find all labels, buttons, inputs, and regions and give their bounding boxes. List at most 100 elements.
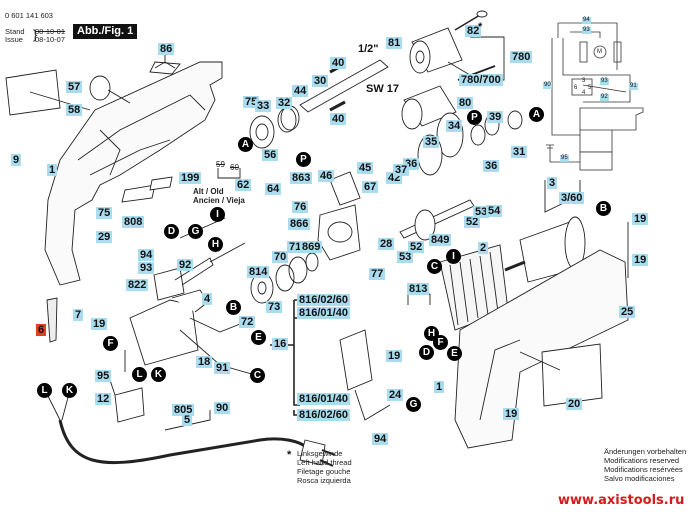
- callout-K[interactable]: K: [62, 383, 77, 398]
- part-label-67[interactable]: 67: [362, 181, 379, 193]
- part-label-16[interactable]: 16: [272, 338, 289, 350]
- part-label-36[interactable]: 36: [483, 160, 500, 172]
- part-label-808[interactable]: 808: [122, 216, 145, 228]
- part-label-64[interactable]: 64: [265, 183, 282, 195]
- part-label-54[interactable]: 54: [486, 205, 503, 217]
- part-label-52[interactable]: 52: [464, 216, 481, 228]
- part-label-31[interactable]: 31: [511, 146, 528, 158]
- part-label-7[interactable]: 7: [73, 309, 84, 321]
- part-label-814[interactable]: 814: [247, 266, 270, 278]
- part-label-32[interactable]: 32: [276, 97, 293, 109]
- callout-D[interactable]: D: [419, 345, 434, 360]
- part-label-29[interactable]: 29: [96, 231, 113, 243]
- part-label-53[interactable]: 53: [397, 251, 414, 263]
- callout-D[interactable]: D: [164, 224, 179, 239]
- part-label-92[interactable]: 92: [177, 259, 194, 271]
- part-label-6-highlighted[interactable]: 6: [36, 324, 47, 336]
- part-label-3-60[interactable]: 3/60: [559, 192, 585, 204]
- callout-F[interactable]: F: [433, 335, 448, 350]
- callout-G[interactable]: G: [406, 397, 421, 412]
- part-label-24[interactable]: 24: [387, 389, 404, 401]
- callout-E[interactable]: E: [447, 346, 462, 361]
- callout-P[interactable]: P: [467, 110, 482, 125]
- watermark-url[interactable]: www.axistools.ru: [558, 493, 685, 508]
- part-label-18[interactable]: 18: [196, 356, 213, 368]
- part-label-57[interactable]: 57: [66, 81, 83, 93]
- part-label-780-700[interactable]: 780/700: [459, 74, 503, 86]
- part-label-37[interactable]: 37: [393, 164, 410, 176]
- part-label-199[interactable]: 199: [179, 172, 202, 184]
- part-label-70[interactable]: 70: [272, 251, 289, 263]
- part-label-40[interactable]: 40: [330, 57, 347, 69]
- callout-H[interactable]: H: [208, 237, 223, 252]
- part-label-866[interactable]: 866: [288, 218, 311, 230]
- part-label-33[interactable]: 33: [255, 100, 272, 112]
- part-label-28[interactable]: 28: [378, 238, 395, 250]
- part-label-39[interactable]: 39: [487, 111, 504, 123]
- part-label-19[interactable]: 19: [632, 254, 649, 266]
- part-label-849[interactable]: 849: [429, 234, 452, 246]
- part-label-1[interactable]: 1: [434, 381, 445, 393]
- part-label-73[interactable]: 73: [266, 301, 283, 313]
- part-label-863[interactable]: 863: [290, 172, 313, 184]
- callout-C[interactable]: C: [250, 368, 265, 383]
- part-label-76[interactable]: 76: [292, 201, 309, 213]
- callout-F[interactable]: F: [103, 336, 118, 351]
- callout-P[interactable]: P: [296, 152, 311, 167]
- part-label-71[interactable]: 71: [287, 241, 304, 253]
- part-label-12[interactable]: 12: [95, 393, 112, 405]
- callout-A[interactable]: A: [529, 107, 544, 122]
- part-label-19[interactable]: 19: [386, 350, 403, 362]
- part-label-19[interactable]: 19: [632, 213, 649, 225]
- part-label-81[interactable]: 81: [386, 37, 403, 49]
- part-label-93[interactable]: 93: [138, 262, 155, 274]
- part-label-44[interactable]: 44: [292, 85, 309, 97]
- part-label-45[interactable]: 45: [357, 162, 374, 174]
- part-label-25[interactable]: 25: [619, 306, 636, 318]
- part-label-816-01-40[interactable]: 816/01/40: [297, 307, 350, 319]
- callout-L[interactable]: L: [37, 383, 52, 398]
- part-label-40[interactable]: 40: [330, 113, 347, 125]
- part-label-62[interactable]: 62: [235, 179, 252, 191]
- part-label-80[interactable]: 80: [457, 97, 474, 109]
- part-label-816-02-60[interactable]: 816/02/60: [297, 409, 350, 421]
- part-label-34[interactable]: 34: [446, 120, 463, 132]
- part-label-91[interactable]: 91: [214, 362, 231, 374]
- part-label-19[interactable]: 19: [91, 318, 108, 330]
- part-label-94[interactable]: 94: [138, 249, 155, 261]
- part-label-77[interactable]: 77: [369, 268, 386, 280]
- part-label-53[interactable]: 53: [473, 206, 490, 218]
- part-label-72[interactable]: 72: [239, 316, 256, 328]
- part-label-816-01-40[interactable]: 816/01/40: [297, 393, 350, 405]
- part-label-4[interactable]: 4: [202, 293, 213, 305]
- part-label-5[interactable]: 5: [182, 414, 193, 426]
- callout-K[interactable]: K: [151, 367, 166, 382]
- part-label-86[interactable]: 86: [158, 43, 175, 55]
- callout-B[interactable]: B: [596, 201, 611, 216]
- part-label-30[interactable]: 30: [312, 75, 329, 87]
- part-label-20[interactable]: 20: [566, 398, 583, 410]
- part-label-52[interactable]: 52: [408, 241, 425, 253]
- callout-G[interactable]: G: [188, 224, 203, 239]
- callout-L[interactable]: L: [132, 367, 147, 382]
- part-label-82[interactable]: 82: [465, 25, 482, 37]
- callout-I[interactable]: I: [210, 207, 225, 222]
- part-label-869[interactable]: 869: [300, 241, 323, 253]
- part-label-19[interactable]: 19: [503, 408, 520, 420]
- part-label-822[interactable]: 822: [126, 279, 149, 291]
- part-label-56[interactable]: 56: [262, 149, 279, 161]
- part-label-816-02-60[interactable]: 816/02/60: [297, 294, 350, 306]
- part-label-1[interactable]: 1: [47, 164, 58, 176]
- part-label-805[interactable]: 805: [172, 404, 195, 416]
- part-label-2[interactable]: 2: [478, 242, 489, 254]
- part-label-94[interactable]: 94: [372, 433, 389, 445]
- part-label-58[interactable]: 58: [66, 104, 83, 116]
- part-label-9[interactable]: 9: [11, 154, 22, 166]
- part-label-813[interactable]: 813: [407, 283, 430, 295]
- callout-I[interactable]: I: [446, 249, 461, 264]
- part-label-35[interactable]: 35: [423, 136, 440, 148]
- callout-B[interactable]: B: [226, 300, 241, 315]
- callout-A[interactable]: A: [238, 137, 253, 152]
- part-label-75[interactable]: 75: [96, 207, 113, 219]
- part-label-46[interactable]: 46: [318, 170, 335, 182]
